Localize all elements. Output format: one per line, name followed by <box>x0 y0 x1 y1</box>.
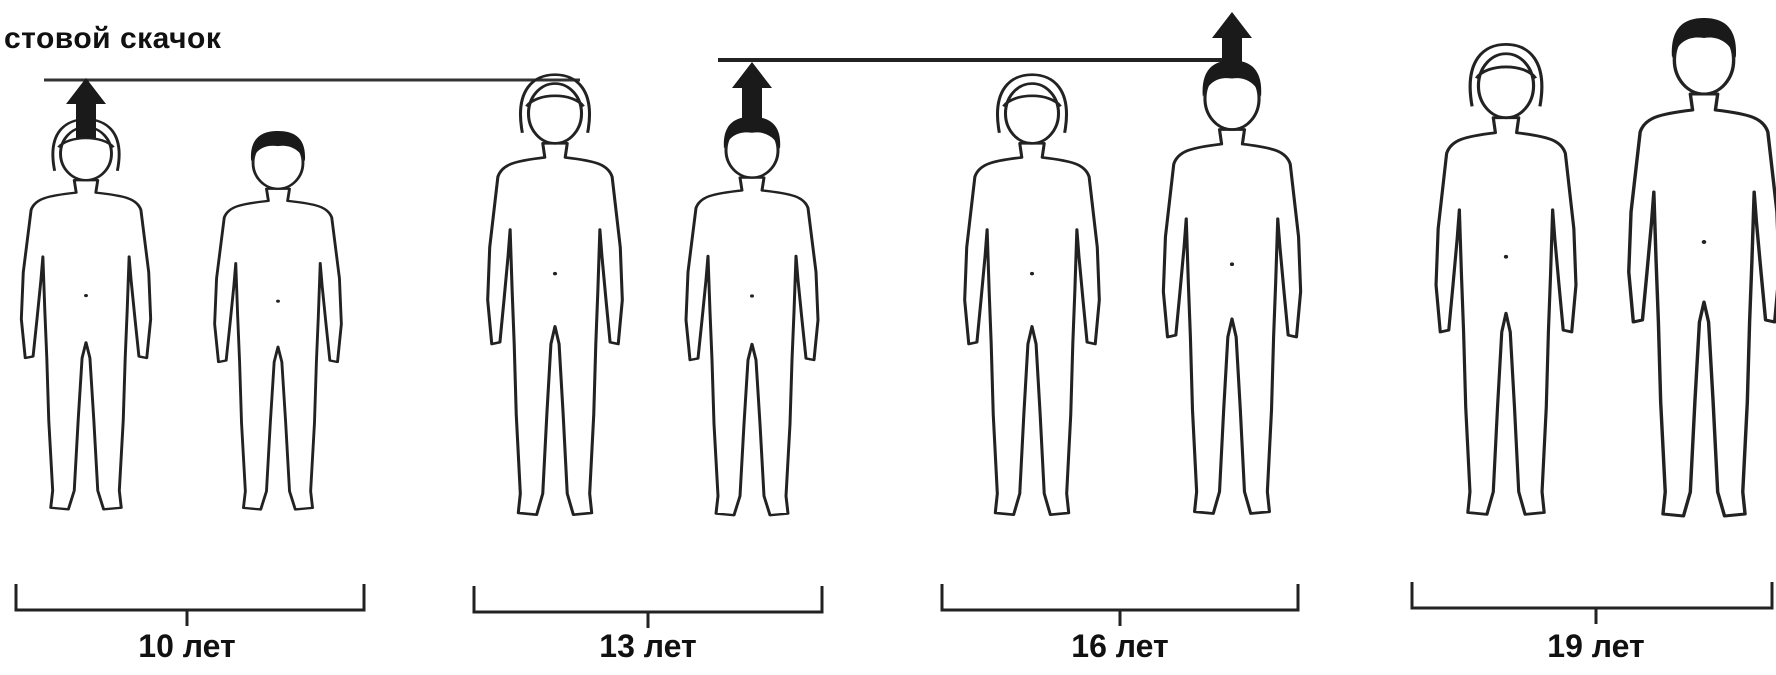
diagram-title: стовой скачок <box>4 22 221 56</box>
age-bracket <box>942 584 1298 626</box>
woman-19-figure <box>1436 44 1576 514</box>
age-bracket <box>1412 582 1772 624</box>
growth-arrow-icon <box>66 78 106 138</box>
age-label: 19 лет <box>1547 628 1644 665</box>
boy-13-figure <box>686 117 818 515</box>
growth-arrow-icon <box>732 62 772 122</box>
age-label: 16 лет <box>1071 628 1168 665</box>
age-label: 13 лет <box>599 628 696 665</box>
boy-10-figure <box>215 131 342 509</box>
boy-16-figure <box>1163 60 1300 513</box>
girl-13-figure <box>488 75 623 515</box>
girl-10-figure <box>21 119 150 509</box>
age-bracket <box>16 584 364 626</box>
age-bracket <box>474 586 822 628</box>
girl-16-figure <box>965 75 1100 515</box>
age-label: 10 лет <box>138 628 235 665</box>
man-19-figure <box>1629 18 1776 516</box>
